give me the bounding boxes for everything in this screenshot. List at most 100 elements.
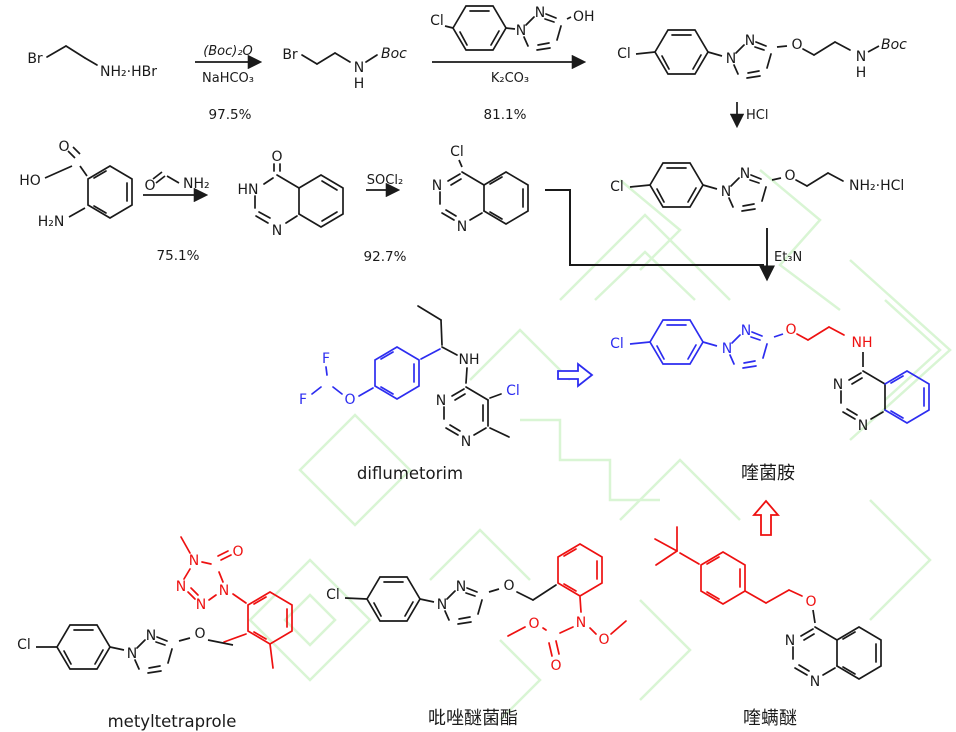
compound-name-metyltetraprole: metyltetraprole [108,712,237,731]
atom-o-nome: O [598,632,609,648]
compound-quinazolinone: O HN N [238,149,344,239]
atom-cl: Cl [450,144,464,160]
atom-cl: Cl [610,179,624,195]
atom-n: N [576,615,586,631]
atom-n1: N [722,341,732,357]
atom-o: O [271,149,282,165]
atom-br: Br [27,51,43,67]
atom-o: O [344,392,355,408]
atom-o: O [785,322,796,338]
yield-3: 75.1% [157,248,200,264]
atom-n2: N [741,323,751,339]
atom-f1: F [322,351,330,367]
atom-boc: Boc [381,46,407,62]
yield-2: 81.1% [484,107,527,123]
benzene-ring-red [557,543,603,597]
atom-n2: N [456,579,466,595]
benzene-ring [366,576,421,622]
atom-h: H [856,65,867,81]
benzo-ring [483,171,529,225]
pyrimidine-ring [840,370,886,420]
compound-anthranilic-acid: O HO H₂N [19,139,133,230]
atom-h2n: H₂N [38,214,65,230]
atom-tn-right: N [219,583,229,599]
benzene-ring [649,319,704,365]
ethylene-chain [796,326,845,341]
atom-cl: Cl [506,383,520,399]
atom-br: Br [282,47,298,63]
atom-tn-left: N [176,579,186,595]
atom-cl: Cl [617,46,631,62]
atom-n1: N [272,223,282,239]
atom-n1: N [516,23,526,39]
atom-n: N [856,49,866,65]
yield-1: 97.5% [209,107,252,123]
retrosynthesis-arrow-right [557,362,594,388]
reaction-arrow-hcl: HCl [729,102,768,129]
benzo-ring [836,626,882,680]
atom-n1: N [721,184,731,200]
atom-n: N [354,60,364,76]
formamide-nh2: NH₂ [183,176,210,192]
reagent-hcl: HCl [746,108,768,123]
watermark-pattern [248,169,952,721]
ethylene-chain [802,41,851,56]
compound-chloroquinazoline: Cl N N [432,144,529,235]
reagent-boc2o: (Boc)₂O [203,44,253,59]
atom-o: O [805,594,816,610]
compound-name-pyraclostrobin: 吡唑醚菌酯 [428,708,518,729]
benzene-ring [374,346,420,400]
pyrimidine-ring [443,386,489,436]
benzene-ring [87,165,133,219]
benzene-ring [654,29,709,75]
atom-f2: F [299,392,307,408]
atom-oh: OH [573,9,595,25]
atom-o: O [503,578,514,594]
atom-cl: Cl [326,587,340,603]
atom-n1: N [457,219,467,235]
atom-cl: Cl [430,13,444,29]
reaction-arrow-et3n: Et₃N [758,228,802,282]
atom-n3: N [432,178,442,194]
atom-nh: NH [459,352,480,368]
atom-n1: N [726,51,736,67]
compound-amine-hydrochloride: Cl N N O NH₂·HCl [610,162,904,212]
compound-name-fenazaquin: 喹螨醚 [743,708,797,729]
atom-n1: N [810,674,820,690]
reaction-arrow-2: K₂CO₃ 81.1% [432,54,587,123]
reaction-arrow-4: O NH₂ 75.1% [143,171,210,264]
benzene-ring [56,624,111,670]
benzene-ring [649,162,704,208]
yield-4: 92.7% [364,249,407,265]
compound-fenazaquin: O N N 喹螨醚 [654,526,882,729]
atom-tn-me: N [189,553,199,569]
compound-diflumetorim: N N Cl NH F F O diflumetorim [299,305,520,483]
compound-bromoethylamine-hbr: Br NH₂·HBr [27,45,157,80]
atom-n2: N [535,5,545,21]
compound-boc-intermediate: Cl N N O N H Boc [617,29,907,81]
atom-nh: NH [852,335,873,351]
atom-n2: N [745,33,755,49]
atom-qn3: N [833,377,843,393]
atom-to: O [232,544,243,560]
atom-h: H [354,76,365,92]
compound-pyraclostrobin: Cl N N O N O O O 吡唑醚菌酯 [326,543,627,729]
atom-n1: N [437,597,447,613]
atom-cl: Cl [610,336,624,352]
reagent-socl2: SOCl₂ [367,173,403,188]
compound-target: Cl N N O NH N N 喹菌胺 [610,319,930,484]
reagent-k2co3: K₂CO₃ [491,71,529,86]
pyrimidine-ring [439,171,485,221]
reagent-et3n: Et₃N [774,250,802,265]
compound-metyltetraprole: N N N N O Cl N N O metyltetraprole [17,536,293,731]
atom-n1: N [461,434,471,450]
atom-o: O [791,37,802,53]
connector-line [545,189,764,266]
atom-n2: N [740,166,750,182]
benzene-ring [452,5,507,51]
pyrimidine-ring [792,626,838,676]
reaction-arrow-5: SOCl₂ 92.7% [364,173,407,265]
atom-n1: N [127,646,137,662]
atom-nh2-hbr: NH₂·HBr [100,64,157,80]
